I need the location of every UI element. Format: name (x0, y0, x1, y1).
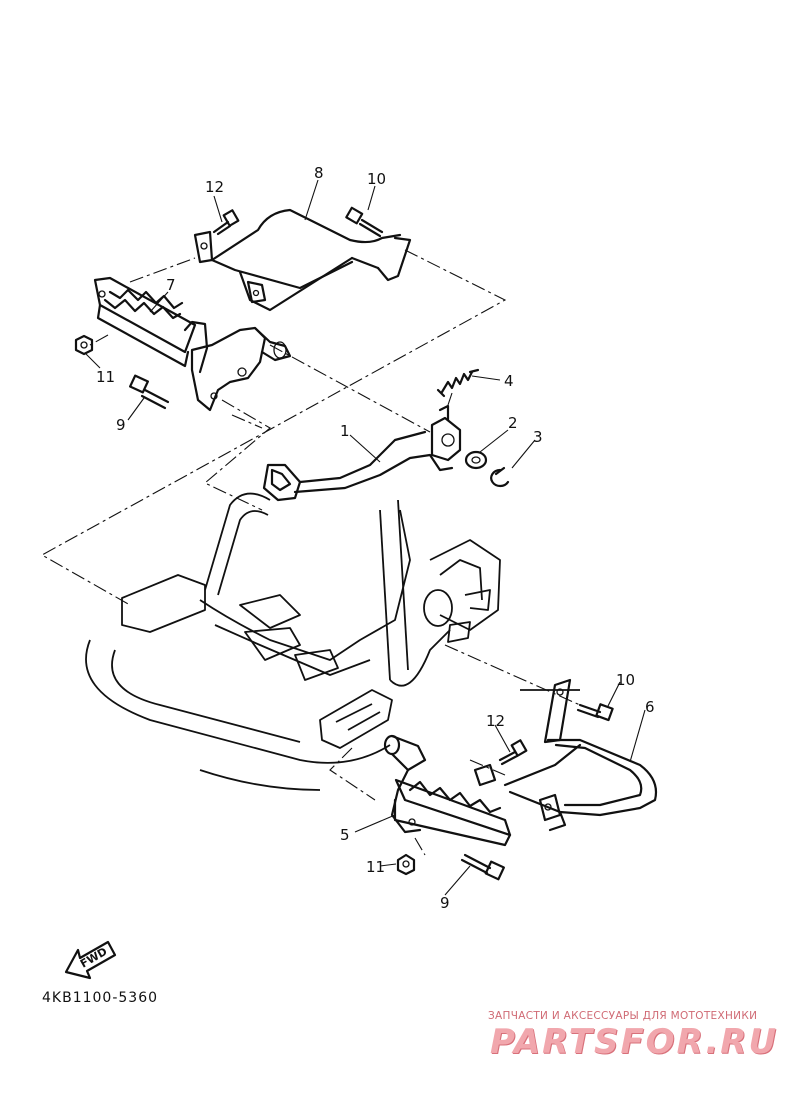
part-12-bolt-lower (498, 739, 528, 766)
part-10-bolt-lower (576, 703, 614, 722)
part-3-clip (490, 466, 510, 488)
part-12-bolt-upper (212, 209, 240, 236)
part-9-bolt-upper (129, 374, 170, 410)
callout-7: 7 (166, 276, 176, 294)
callout-3: 3 (533, 428, 543, 446)
callout-5: 5 (340, 826, 350, 844)
part-1-brake-pedal (262, 404, 462, 502)
part-11-nut-lower (396, 853, 416, 876)
watermark-tagline: ЗАПЧАСТИ И АКСЕССУАРЫ ДЛЯ МОТОТЕХНИКИ (488, 1010, 758, 1022)
fwd-arrow-icon: FWD (64, 940, 117, 980)
part-11-nut-upper (74, 334, 94, 356)
part-2-washer (464, 450, 488, 470)
callout-1: 1 (340, 422, 350, 440)
callout-9-upper: 9 (116, 416, 126, 434)
callout-8: 8 (314, 164, 324, 182)
part-9-bolt-lower (460, 853, 505, 881)
part-5-right-footrest (383, 734, 512, 847)
callout-12-lower: 12 (486, 712, 505, 730)
part-6-lower-guard (473, 678, 658, 832)
callout-12-upper: 12 (205, 178, 224, 196)
callout-9-lower: 9 (440, 894, 450, 912)
assembly-guide-lines (40, 249, 581, 856)
callout-11-upper: 11 (96, 368, 115, 386)
vehicle-frame (85, 492, 580, 791)
callout-10-lower: 10 (616, 671, 635, 689)
callout-4: 4 (504, 372, 514, 390)
watermark-logo: PARTSFOR.RU (490, 1022, 779, 1062)
part-10-bolt-upper (345, 206, 384, 238)
callout-labels: 12 8 10 7 11 9 4 2 3 1 10 6 12 5 11 9 (96, 164, 655, 912)
diagram-code: 4KB1100-5360 (42, 990, 159, 1006)
callout-10-upper: 10 (367, 170, 386, 188)
part-8-upper-guard (193, 208, 412, 312)
callout-6: 6 (645, 698, 655, 716)
callout-11-lower: 11 (366, 858, 385, 876)
part-4-spring (436, 368, 480, 398)
callout-leaders (85, 179, 646, 896)
callout-2: 2 (508, 414, 518, 432)
part-7-left-footrest (93, 276, 292, 412)
